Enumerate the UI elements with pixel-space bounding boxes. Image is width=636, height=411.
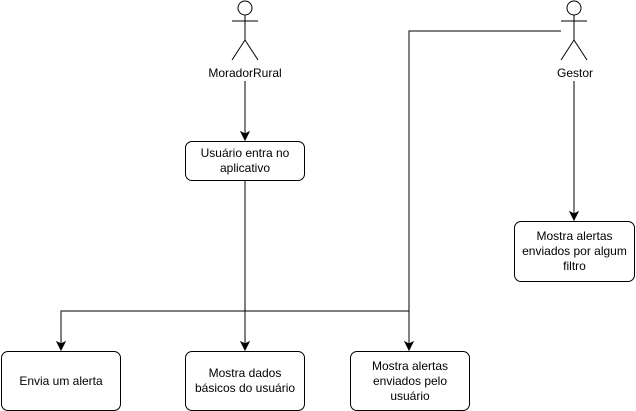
morador-rural-actor-icon xyxy=(231,0,259,61)
envia-alerta-box: Envia um alerta xyxy=(1,351,121,411)
morador-rural-label: MoradorRural xyxy=(208,66,282,80)
usuario-entra-box: Usuário entra no aplicativo xyxy=(185,141,305,181)
gestor-label: Gestor xyxy=(556,66,594,80)
dados-basicos-box: Mostra dados básicos do usuário xyxy=(185,351,305,411)
edge-branch-to-envia-alerta xyxy=(61,310,409,350)
alertas-filtro-box: Mostra alertas enviados por algum filtro xyxy=(514,221,635,282)
edge-gestor-to-alertas-usuario xyxy=(409,30,561,350)
alertas-usuario-box: Mostra alertas enviados pelo usuário xyxy=(350,351,470,411)
gestor-actor-icon xyxy=(560,0,588,61)
